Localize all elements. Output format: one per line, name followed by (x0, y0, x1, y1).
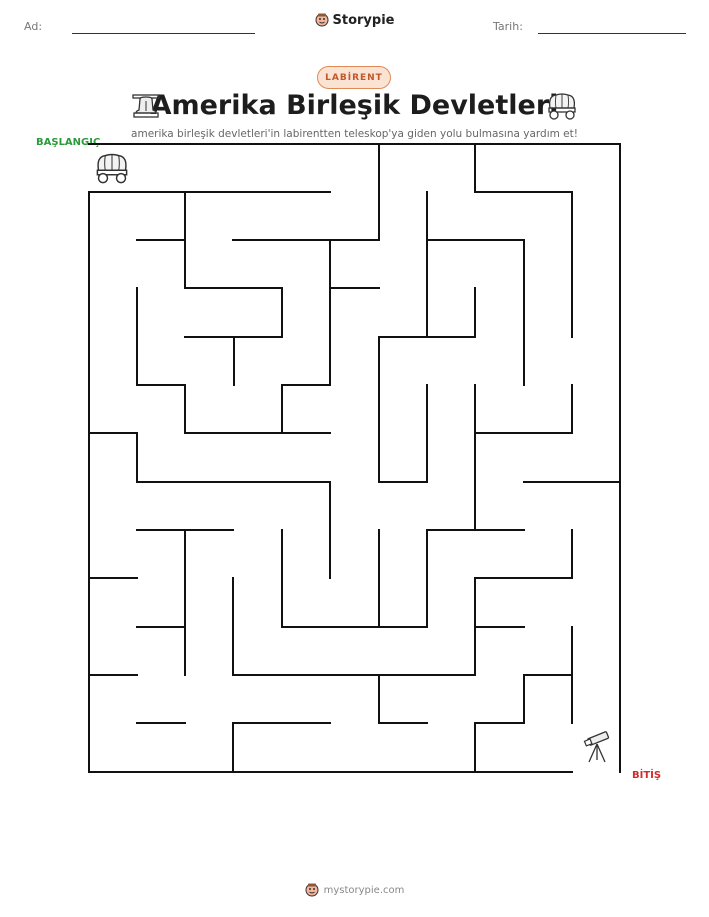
covered-wagon-icon (548, 93, 576, 120)
storypie-logo-icon (315, 13, 328, 27)
start-label: BAŞLANGIÇ (36, 137, 101, 148)
maze-walls (88, 143, 621, 773)
footer-logo-icon (305, 883, 319, 897)
category-badge: LABİRENT (317, 66, 391, 89)
start-wagon-icon (96, 153, 128, 184)
brand-name: Storypie (332, 12, 395, 28)
footer: mystorypie.com (0, 882, 709, 901)
brand: Storypie (0, 12, 709, 31)
end-label: BİTİŞ (632, 770, 662, 781)
telescope-icon (583, 731, 610, 763)
date-label: Tarih: (493, 20, 523, 33)
footer-url[interactable]: mystorypie.com (323, 884, 405, 896)
page-title: Amerika Birleşik Devletleri (150, 90, 559, 121)
name-label: Ad: (24, 20, 43, 33)
instructions: amerika birleşik devletleri'in labirentt… (131, 128, 578, 140)
name-field[interactable] (72, 33, 255, 34)
date-field[interactable] (538, 33, 686, 34)
liberty-bell-icon (132, 94, 160, 118)
